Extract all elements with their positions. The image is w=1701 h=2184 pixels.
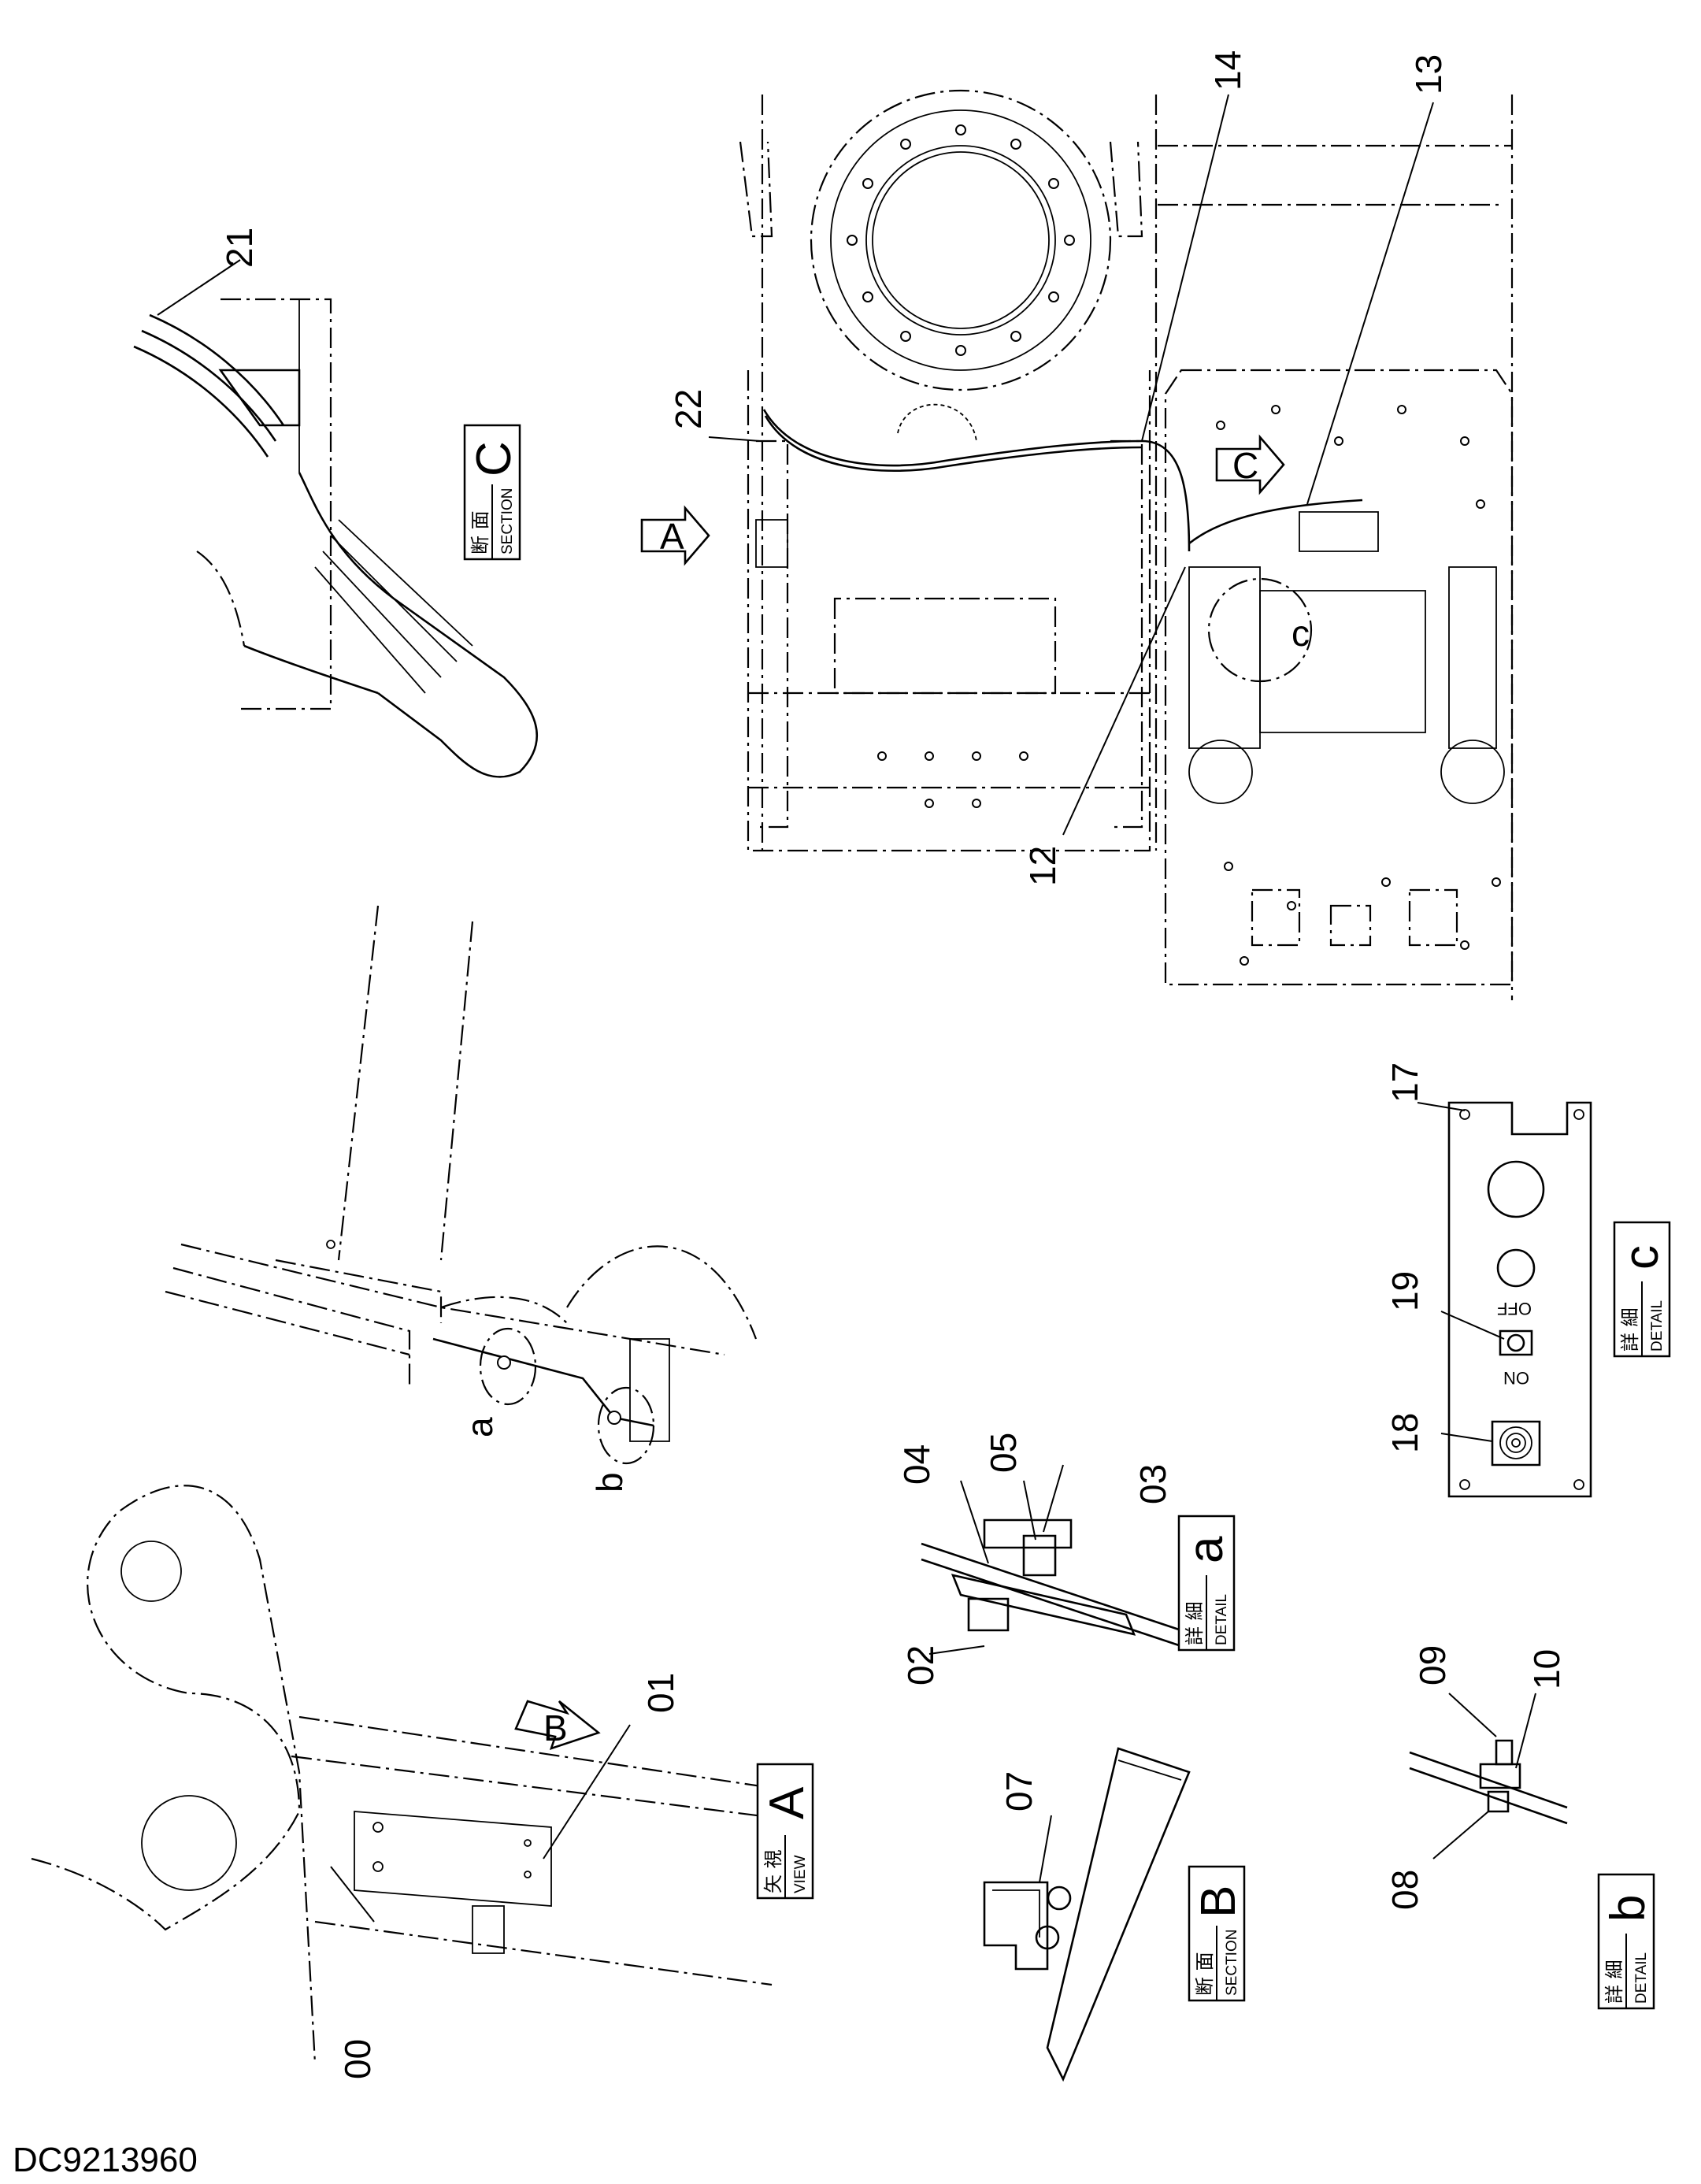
svg-text:B: B: [543, 1708, 568, 1748]
svg-text:断 面: 断 面: [469, 510, 491, 554]
frame-holes: [877, 751, 1028, 808]
svg-text:DETAIL: DETAIL: [1649, 1300, 1666, 1352]
callout-21: 21: [219, 228, 260, 268]
view-arrow-b: B: [514, 1700, 601, 1751]
ring-bolt-holes: [847, 124, 1075, 356]
switch-off-label: OFF: [1497, 1299, 1532, 1318]
view-arrow-a: A: [640, 505, 710, 566]
svg-text:詳 細: 詳 細: [1619, 1307, 1641, 1352]
view-arrow-c: C: [1215, 434, 1285, 495]
callout-03: 03: [1132, 1464, 1173, 1504]
svg-text:詳 細: 詳 細: [1603, 1960, 1625, 2004]
main-frame-view: c A C: [640, 89, 1514, 1000]
svg-text:b: b: [589, 1472, 630, 1492]
svg-text:VIEW: VIEW: [792, 1855, 809, 1893]
drawing-code: DC9213960: [13, 2141, 198, 2179]
callout-13: 13: [1408, 54, 1449, 95]
buzzer: [1491, 1420, 1541, 1467]
callout-18: 18: [1384, 1413, 1425, 1453]
section-b-view: [983, 1747, 1191, 2082]
callout-12: 12: [1022, 846, 1063, 886]
switch-on-label: ON: [1503, 1368, 1529, 1388]
svg-text:矢 視: 矢 視: [762, 1849, 784, 1893]
svg-text:SECTION: SECTION: [1224, 1930, 1240, 1996]
panel-hole-large: [1487, 1160, 1545, 1218]
svg-text:C: C: [467, 441, 521, 476]
callout-14: 14: [1207, 50, 1248, 91]
detail-circle-a: [479, 1327, 537, 1406]
label-detail-b: 詳 細 DETAIL b: [1597, 1873, 1655, 2010]
detail-circle-c: [1207, 577, 1313, 683]
callout-02: 02: [900, 1645, 941, 1685]
label-section-b: 断 面 SECTION B: [1188, 1865, 1246, 2002]
svg-text:a: a: [1179, 1536, 1233, 1563]
callout-08: 08: [1384, 1870, 1425, 1910]
callout-05: 05: [983, 1433, 1024, 1473]
view-a: B: [31, 1485, 788, 2064]
callout-19: 19: [1384, 1271, 1425, 1311]
callout-04: 04: [896, 1444, 937, 1485]
svg-text:断 面: 断 面: [1194, 1952, 1216, 1996]
part-callouts: 00 01 02 03 04 05 07 08 09 10 12 13 14 1…: [219, 50, 1567, 2079]
callout-17: 17: [1384, 1062, 1425, 1103]
svg-text:詳 細: 詳 細: [1184, 1601, 1206, 1645]
toggle-switch: OFF ON: [1497, 1299, 1533, 1388]
detail-b-view: [1409, 1739, 1568, 1825]
panel-hole-small: [1496, 1248, 1536, 1288]
svg-text:SECTION: SECTION: [499, 488, 516, 554]
svg-text:A: A: [760, 1786, 814, 1819]
callout-01: 01: [640, 1673, 681, 1713]
svg-text:DETAIL: DETAIL: [1633, 1952, 1650, 2004]
svg-text:a: a: [459, 1417, 500, 1437]
detail-circle-b: [597, 1386, 655, 1465]
callout-00: 00: [337, 2039, 378, 2079]
svg-text:C: C: [1232, 445, 1258, 486]
boom-bracket-view: a b: [165, 905, 758, 1492]
label-detail-a: 詳 細 DETAIL a: [1177, 1515, 1236, 1652]
svg-text:c: c: [1614, 1245, 1669, 1270]
cab-holes: [1216, 405, 1501, 966]
callout-22: 22: [668, 389, 709, 429]
label-view-a: 矢 視 VIEW A: [756, 1763, 814, 1900]
svg-text:b: b: [1601, 1895, 1655, 1922]
bracket-plate: [354, 1811, 552, 1907]
svg-text:B: B: [1191, 1886, 1246, 1918]
callout-09: 09: [1412, 1645, 1453, 1685]
callout-07: 07: [999, 1771, 1040, 1811]
leader-lines: [157, 94, 1536, 1923]
label-section-c: 断 面 SECTION C: [463, 424, 521, 561]
label-detail-c: 詳 細 DETAIL c: [1613, 1221, 1671, 1358]
section-c-view: [133, 298, 539, 778]
detail-a-view: [921, 1518, 1182, 1648]
svg-text:A: A: [660, 516, 684, 557]
svg-text:DETAIL: DETAIL: [1214, 1594, 1230, 1645]
callout-10: 10: [1526, 1649, 1567, 1689]
detail-circle-c-letter: c: [1292, 613, 1310, 654]
